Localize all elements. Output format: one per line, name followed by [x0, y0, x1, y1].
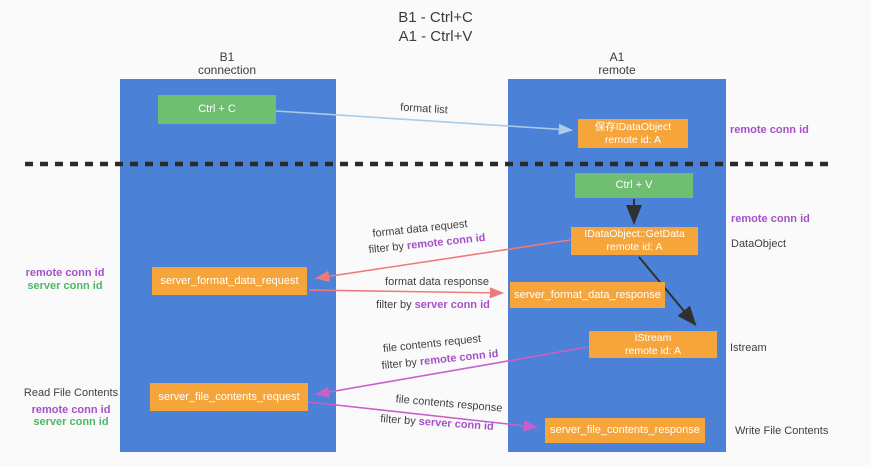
- istream-line1: IStream: [634, 331, 672, 344]
- ctrl-v-label: Ctrl + V: [615, 179, 653, 191]
- server-format-data-request-node: server_format_data_request: [152, 267, 307, 295]
- server-conn-id-text: server conn id: [414, 299, 490, 311]
- server-format-data-response-label: server_format_data_response: [514, 288, 661, 301]
- save-dataobject-line1: 保存IDataObject: [594, 120, 672, 133]
- getdata-to-istream-arrow: [638, 256, 697, 327]
- format-list-arrow: [275, 110, 574, 135]
- lane-b1-sub: connection: [197, 63, 257, 77]
- title-line-1: B1 - Ctrl+C: [398, 9, 473, 26]
- format-data-response-arrow: [308, 287, 505, 299]
- remote-conn-id-annotation-left2: remote conn id: [31, 403, 111, 416]
- server-conn-id-annotation-left1: server conn id: [27, 279, 103, 292]
- server-format-data-request-label: server_format_data_request: [160, 274, 299, 287]
- ctrl-v-node: Ctrl + V: [575, 173, 693, 198]
- read-file-contents-annotation-group: Read File Contents remote conn id server…: [21, 387, 121, 429]
- remote-conn-id-annotation-mid: remote conn id: [731, 213, 810, 225]
- save-dataobject-line2: remote id: A: [604, 133, 662, 146]
- server-format-data-response-node: server_format_data_response: [510, 282, 665, 308]
- getdata-line2: remote id: A: [606, 241, 663, 253]
- istream-annotation: Istream: [730, 342, 767, 354]
- dataobject-annotation: DataObject: [731, 238, 787, 250]
- format-data-response-label: format data response: [385, 276, 489, 288]
- istream-node: IStream remote id: A: [589, 331, 717, 358]
- remote-conn-id-annotation-top: remote conn id: [730, 124, 809, 136]
- format-data-request-arrow: [314, 239, 571, 282]
- lane-header-a1: A1 remote: [547, 51, 687, 77]
- istream-line2: remote id: A: [624, 344, 682, 357]
- ctrl-c-label: Ctrl + C: [198, 103, 236, 115]
- file-contents-response-arrow: [308, 401, 539, 432]
- lane-b1-name: B1: [219, 50, 235, 64]
- idataobject-getdata-node: IDataObject::GetData remote id: A: [571, 227, 698, 255]
- title-line-2: A1 - Ctrl+V: [398, 28, 473, 45]
- server-conn-id-annotation-left2: server conn id: [33, 416, 109, 428]
- write-file-contents-annotation: Write File Contents: [735, 425, 829, 437]
- page-title: B1 - Ctrl+C A1 - Ctrl+V: [0, 8, 871, 46]
- server-file-contents-response-node: server_file_contents_response: [545, 418, 705, 443]
- lane-header-b1: B1 connection: [157, 51, 297, 77]
- read-file-contents-annotation: Read File Contents: [23, 387, 119, 399]
- remote-conn-id-annotation-left1: remote conn id: [25, 267, 105, 279]
- left-conn-id-annotation-group: remote conn id server conn id: [15, 267, 115, 292]
- server-file-contents-response-label: server_file_contents_response: [550, 424, 700, 436]
- ctrl-c-node: Ctrl + C: [158, 95, 276, 124]
- lane-a1-name: A1: [609, 50, 625, 64]
- lane-a1-sub: remote: [598, 63, 636, 77]
- save-dataobject-node: 保存IDataObject remote id: A: [578, 119, 688, 148]
- file-contents-request-arrow: [314, 346, 589, 398]
- server-file-contents-request-node: server_file_contents_request: [150, 383, 308, 411]
- getdata-line1: IDataObject::GetData: [584, 228, 685, 240]
- format-data-response-filter-label: filter by server conn id: [376, 299, 490, 311]
- filter-by-text: filter by: [376, 299, 415, 311]
- server-file-contents-request-label: server_file_contents_request: [158, 390, 300, 403]
